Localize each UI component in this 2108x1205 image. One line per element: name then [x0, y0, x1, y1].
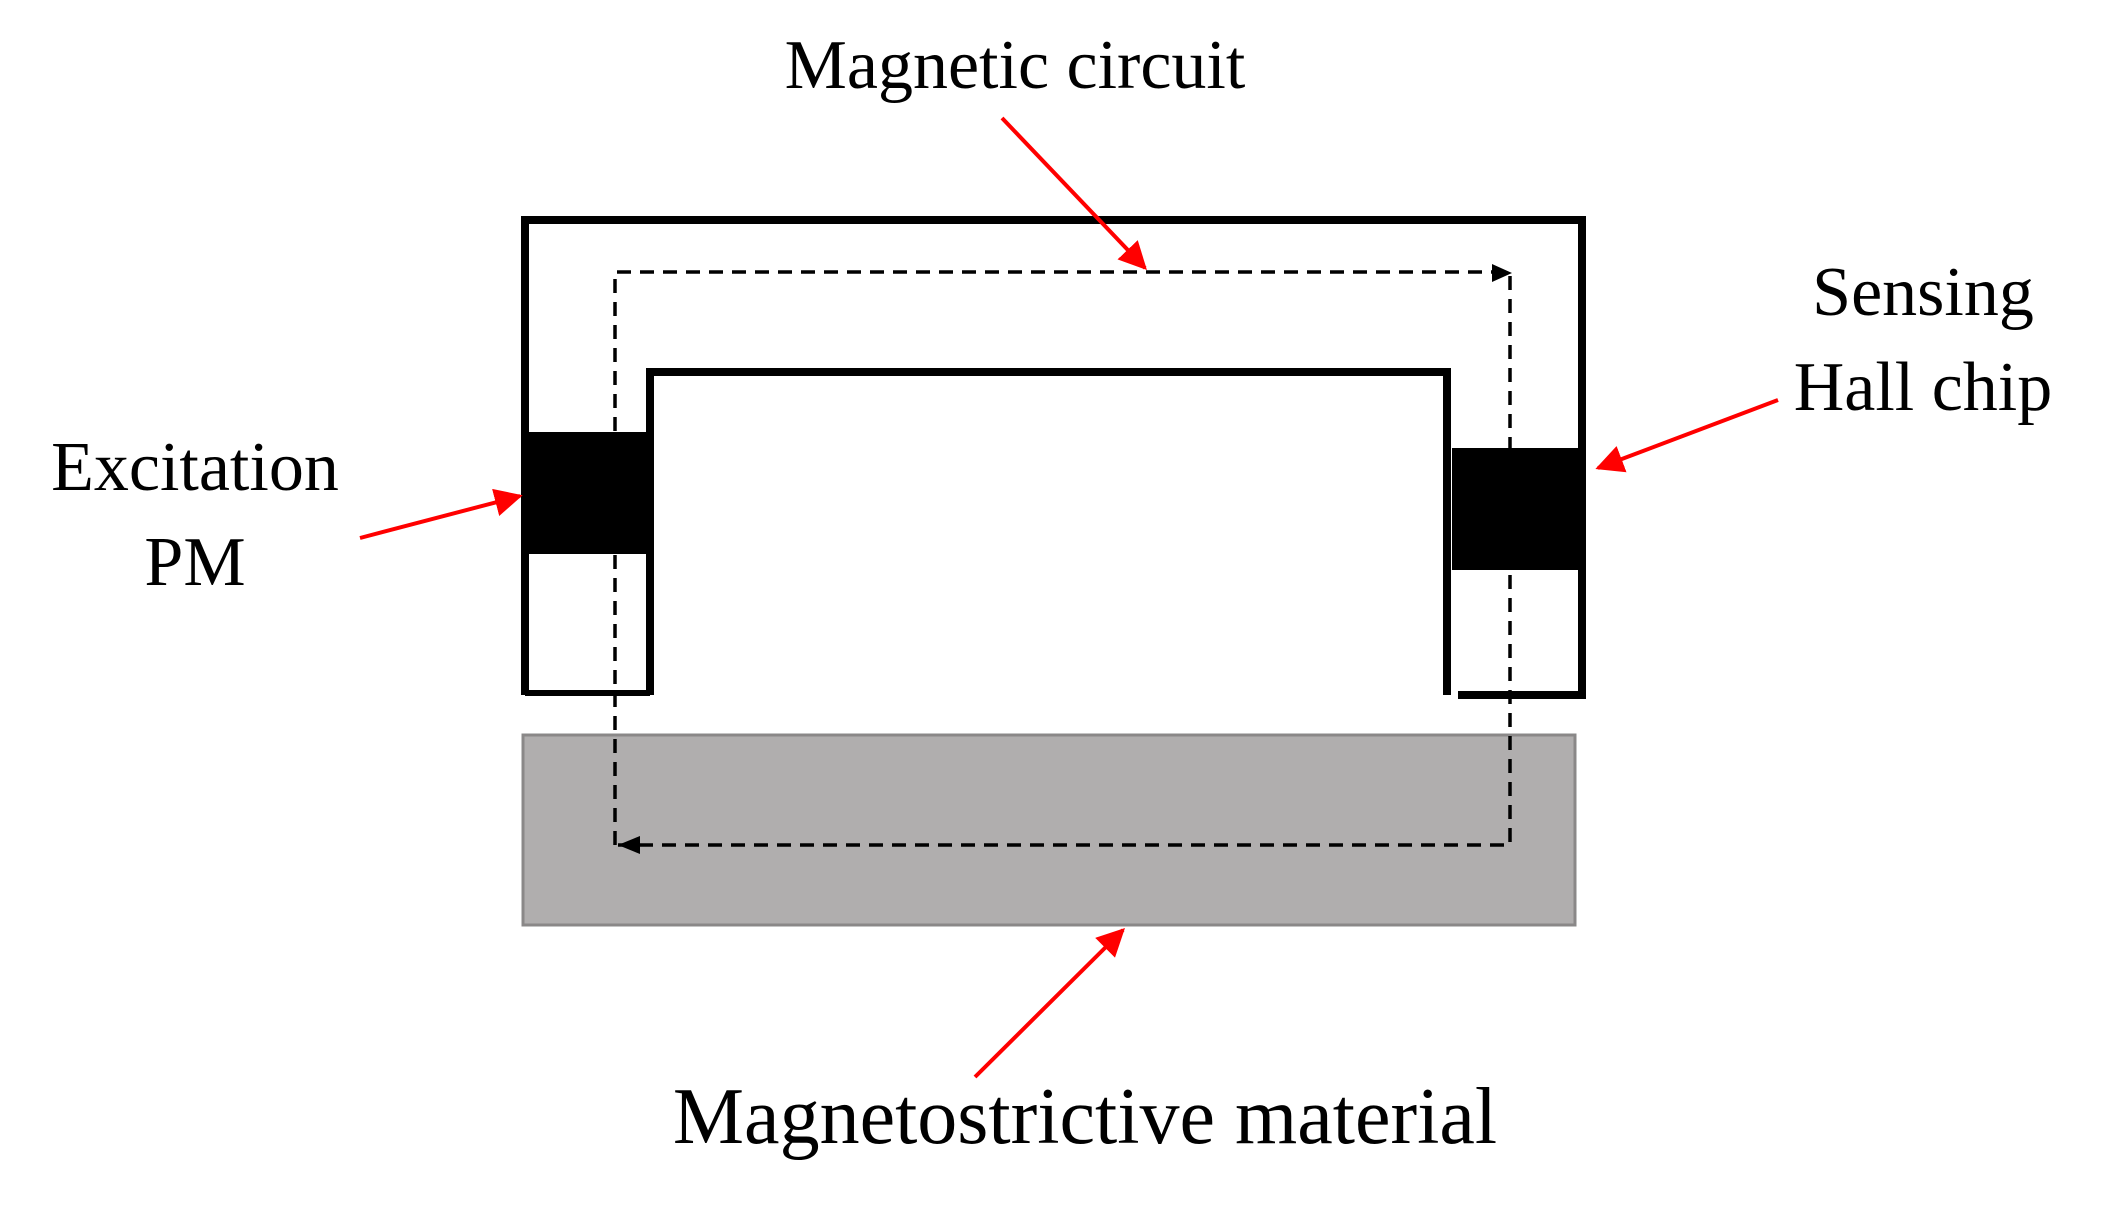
hall-chip-arrow — [1595, 398, 1779, 473]
hall-chip-block — [1452, 448, 1582, 570]
label-hall-chip: Hall chip — [1794, 349, 2053, 426]
excitation-pm-arrow — [359, 488, 523, 540]
excitation-pm-block — [525, 432, 650, 554]
magnetostrictive-material-block — [521, 733, 1577, 927]
magnetic-core-outline — [521, 216, 1586, 699]
flux-path-dashed — [613, 270, 1512, 847]
label-excitation: Excitation — [51, 429, 339, 506]
flux-arrow-bottom — [618, 836, 640, 854]
label-pm: PM — [144, 524, 245, 601]
label-magnetic-circuit: Magnetic circuit — [785, 27, 1246, 104]
material-arrow — [973, 928, 1125, 1079]
label-magnetostrictive-material: Magnetostrictive material — [673, 1073, 1497, 1161]
label-sensing: Sensing — [1812, 254, 2034, 331]
flux-arrow-top — [1492, 264, 1512, 282]
magnetic-circuit-arrow — [1000, 116, 1147, 271]
